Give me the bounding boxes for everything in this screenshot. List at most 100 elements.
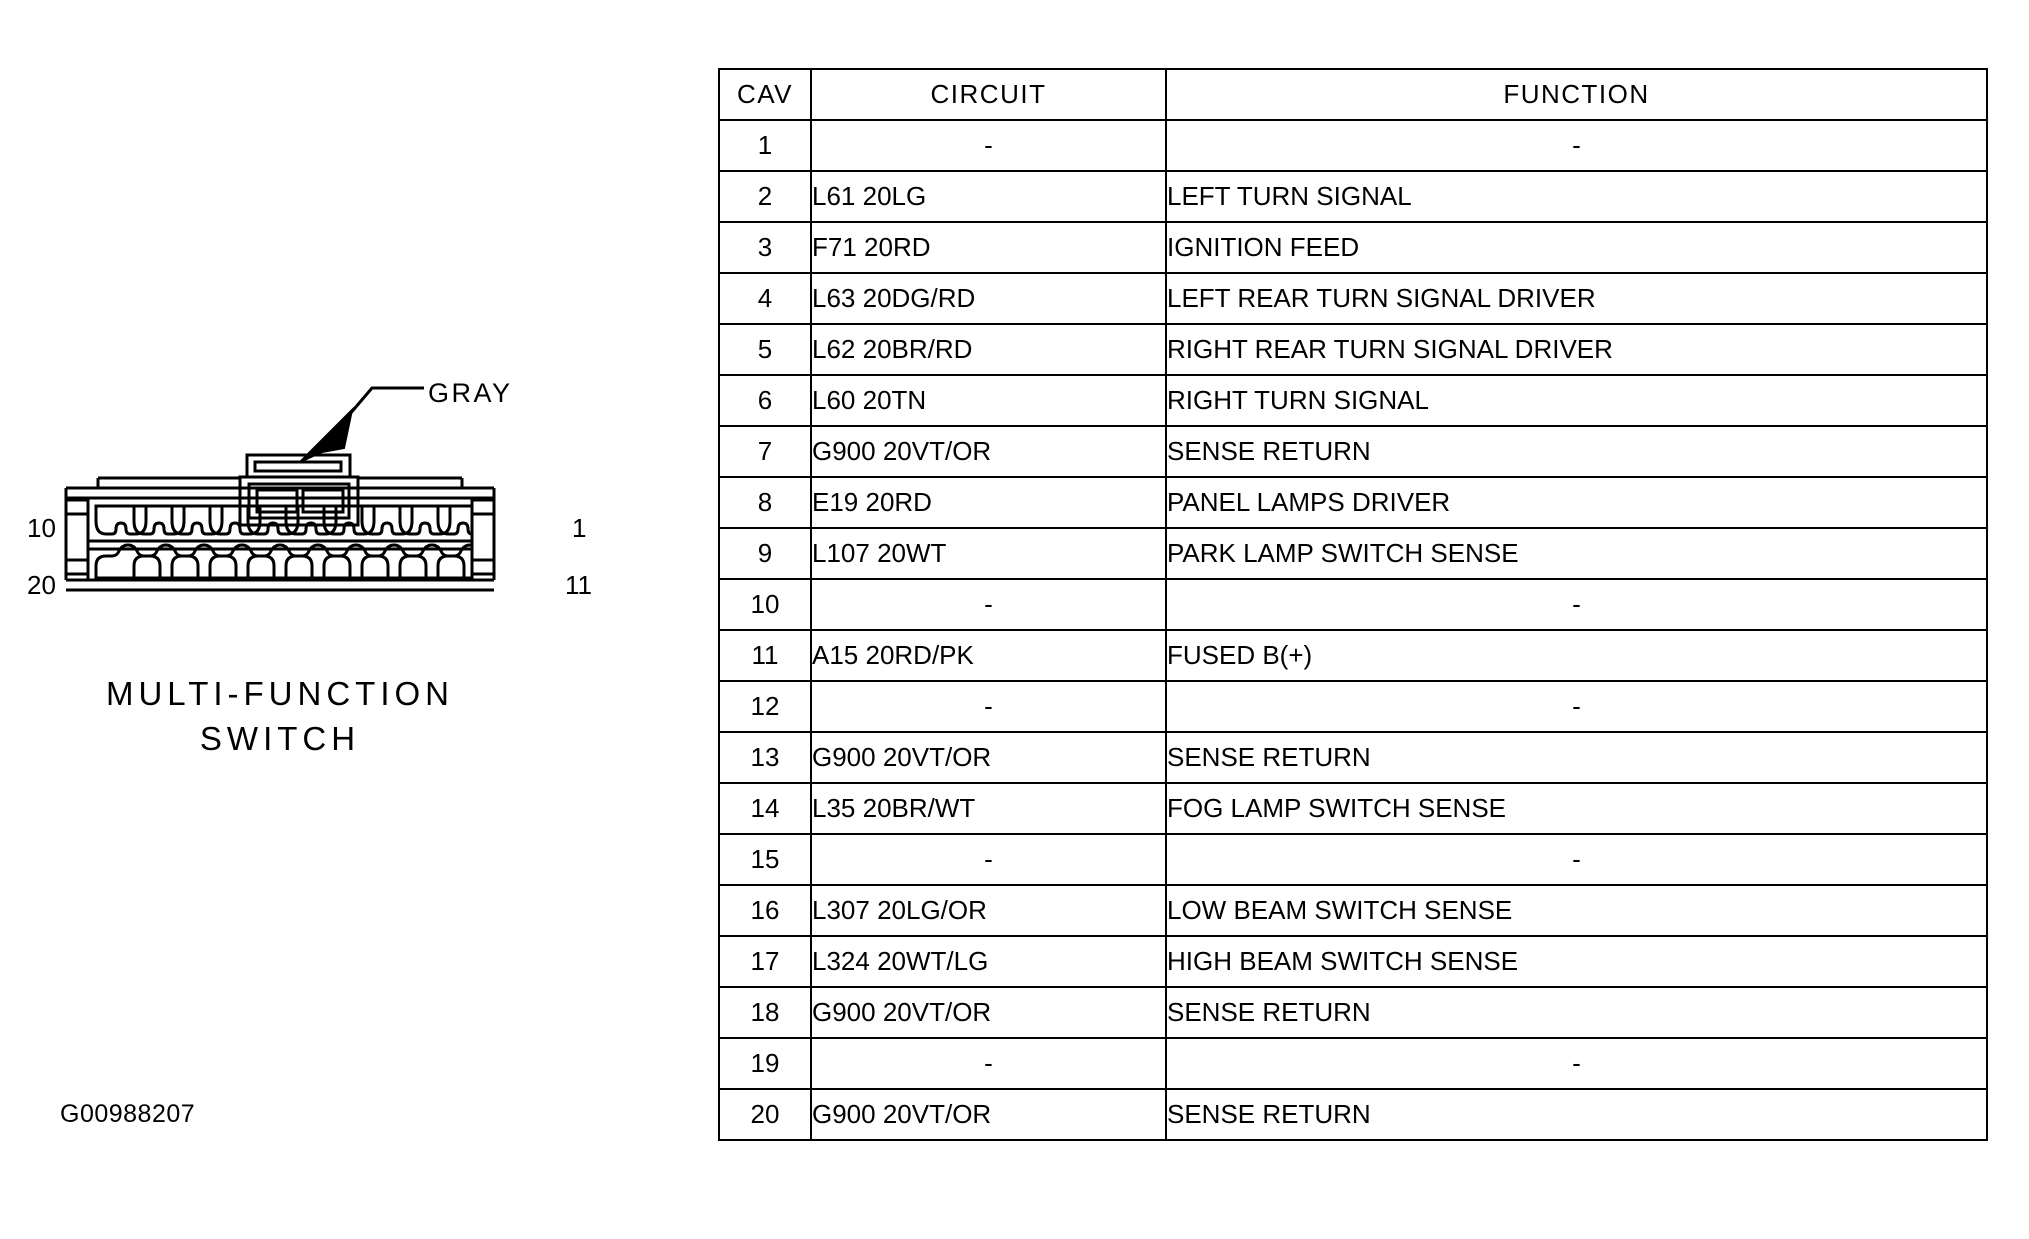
cell-function: LOW BEAM SWITCH SENSE [1165,884,1988,937]
table-header-row: CAV CIRCUIT FUNCTION [718,68,1988,121]
cell-cav: 2 [718,170,812,223]
cell-circuit: L60 20TN [810,374,1167,427]
cell-function: PARK LAMP SWITCH SENSE [1165,527,1988,580]
cell-function: PANEL LAMPS DRIVER [1165,476,1988,529]
pin-number-bottom-left: 20 [27,570,56,600]
table-row: 1-- [718,119,1988,172]
column-header-cav: CAV [718,68,812,121]
cell-function: RIGHT REAR TURN SIGNAL DRIVER [1165,323,1988,376]
cell-cav: 10 [718,578,812,631]
cell-cav: 16 [718,884,812,937]
cell-circuit: G900 20VT/OR [810,425,1167,478]
cell-function: FOG LAMP SWITCH SENSE [1165,782,1988,835]
cell-cav: 17 [718,935,812,988]
cavity-row-top [94,504,474,536]
cell-function: SENSE RETURN [1165,1088,1988,1141]
cell-function: - [1165,680,1988,733]
cell-cav: 14 [718,782,812,835]
cell-circuit: L63 20DG/RD [810,272,1167,325]
table-row: 15-- [718,833,1988,886]
cell-circuit: A15 20RD/PK [810,629,1167,682]
cell-cav: 11 [718,629,812,682]
cell-function: RIGHT TURN SIGNAL [1165,374,1988,427]
cell-function: LEFT TURN SIGNAL [1165,170,1988,223]
cell-circuit: L307 20LG/OR [810,884,1167,937]
cell-function: - [1165,833,1988,886]
cell-cav: 7 [718,425,812,478]
cell-function: LEFT REAR TURN SIGNAL DRIVER [1165,272,1988,325]
body-right-tab-bottom [470,558,496,576]
cell-cav: 3 [718,221,812,274]
table-row: 10-- [718,578,1988,631]
body-left-tab-top [64,498,90,516]
body-left-tab-bottom [64,558,90,576]
cell-function: HIGH BEAM SWITCH SENSE [1165,935,1988,988]
cell-circuit: - [810,833,1167,886]
cell-cav: 5 [718,323,812,376]
cell-circuit: - [810,680,1167,733]
cell-function: - [1165,119,1988,172]
cell-function: IGNITION FEED [1165,221,1988,274]
cell-function: - [1165,1037,1988,1090]
cell-circuit: - [810,1037,1167,1090]
cell-circuit: L62 20BR/RD [810,323,1167,376]
cell-cav: 12 [718,680,812,733]
cell-circuit: F71 20RD [810,221,1167,274]
latch-window-left [255,488,299,514]
figure-id-code: G00988207 [60,1100,196,1128]
cell-circuit: G900 20VT/OR [810,986,1167,1039]
cell-cav: 13 [718,731,812,784]
cell-circuit: - [810,578,1167,631]
connector-figure: GRAY 10 20 1 11 MULTI-FUNCTION SWITCH G0… [0,0,592,1239]
cell-cav: 8 [718,476,812,529]
connector-drawing [64,386,496,592]
latch-keyway-slot [253,460,343,473]
column-header-function: FUNCTION [1165,68,1988,121]
callout-leader-line [336,386,424,429]
cell-circuit: G900 20VT/OR [810,1088,1167,1141]
table-row: 19-- [718,1037,1988,1090]
cell-cav: 4 [718,272,812,325]
cavity-row-bottom [94,543,474,580]
cell-function: SENSE RETURN [1165,986,1988,1039]
pin-number-top-left: 10 [27,513,56,543]
cell-cav: 1 [718,119,812,172]
column-header-circuit: CIRCUIT [810,68,1167,121]
cell-circuit: E19 20RD [810,476,1167,529]
cell-circuit: L324 20WT/LG [810,935,1167,988]
cell-cav: 9 [718,527,812,580]
cell-function: - [1165,578,1988,631]
cell-cav: 20 [718,1088,812,1141]
caption-line-2: SWITCH [199,719,361,757]
cell-circuit: - [810,119,1167,172]
cell-circuit: L35 20BR/WT [810,782,1167,835]
body-right-tab-top [470,498,496,516]
pin-number-top-right: 1 [572,513,587,543]
caption-line-1: MULTI-FUNCTION [105,675,455,712]
cell-function: FUSED B(+) [1165,629,1988,682]
cell-circuit: L107 20WT [810,527,1167,580]
cell-circuit: L61 20LG [810,170,1167,223]
gray-callout-label: GRAY [428,378,513,408]
cell-function: SENSE RETURN [1165,425,1988,478]
cell-cav: 18 [718,986,812,1039]
connector-caption: MULTI-FUNCTION SWITCH [0,672,560,761]
